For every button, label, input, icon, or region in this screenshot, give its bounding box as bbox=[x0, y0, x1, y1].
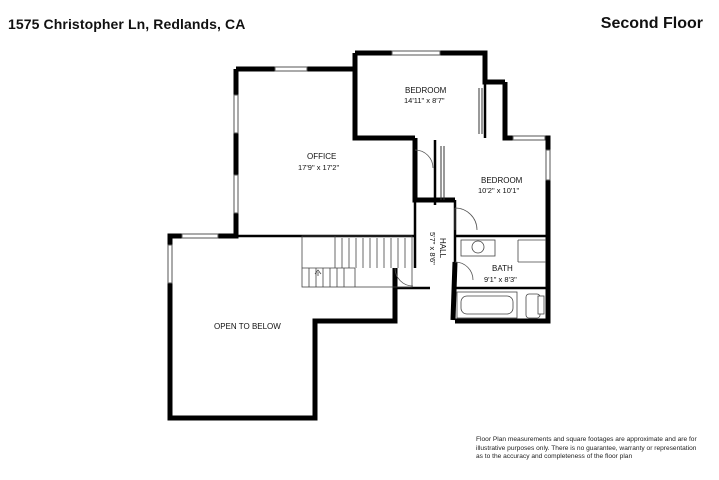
disclaimer-line-1: Floor Plan measurements and square foota… bbox=[476, 436, 697, 443]
bedroom2-label: BEDROOM bbox=[481, 176, 523, 185]
bedroom1-label: BEDROOM bbox=[405, 86, 447, 95]
bath-label: BATH bbox=[492, 264, 513, 273]
bath-fixtures bbox=[456, 239, 546, 319]
bedroom1-dims: 14'11" x 8'7" bbox=[404, 96, 445, 105]
bath-dims: 9'1" x 8'3" bbox=[484, 275, 517, 284]
office-dims: 17'9" x 17'2" bbox=[298, 163, 339, 172]
door-swings bbox=[394, 149, 478, 287]
disclaimer: Floor Plan measurements and square foota… bbox=[476, 436, 712, 462]
hall-dims: 5'7" x 8'6" bbox=[428, 232, 437, 265]
disclaimer-line-2: illustrative purposes only. There is no … bbox=[476, 444, 697, 452]
stairs bbox=[301, 235, 413, 288]
bedroom2-dims: 10'2" x 10'1" bbox=[478, 186, 519, 195]
hall-label: HALL bbox=[438, 238, 447, 259]
office-label: OFFICE bbox=[307, 152, 336, 161]
disclaimer-line-3: as to the accuracy and completeness of t… bbox=[476, 453, 633, 461]
interior-walls bbox=[236, 82, 548, 321]
floor-title: Second Floor bbox=[600, 15, 703, 32]
windows bbox=[167, 50, 551, 284]
open-to-below-label: OPEN TO BELOW bbox=[214, 322, 281, 331]
closet-doors bbox=[440, 88, 483, 200]
property-address: 1575 Christopher Ln, Redlands, CA bbox=[8, 16, 246, 32]
